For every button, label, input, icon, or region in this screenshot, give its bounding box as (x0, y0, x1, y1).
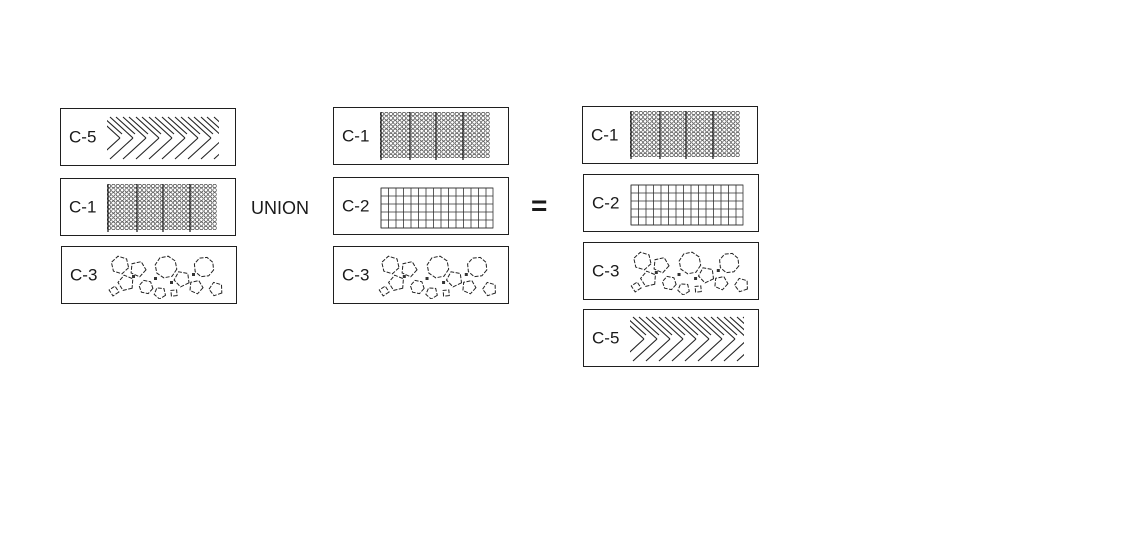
card-c1: C-1 (333, 107, 509, 165)
card-label: C-1 (69, 197, 97, 217)
dot-column-grid-icon (630, 111, 740, 159)
card-c1: C-1 (582, 106, 758, 164)
card-c3: C-3 (583, 242, 759, 300)
card-label: C-5 (592, 328, 620, 348)
herringbone-icon (630, 316, 744, 362)
polygon-mosaic-icon (108, 255, 223, 299)
card-label: C-3 (70, 265, 98, 285)
polygon-mosaic-icon (378, 255, 496, 299)
card-c2: C-2 (583, 174, 759, 232)
equals-sign: = (531, 190, 548, 221)
card-c2: C-2 (333, 177, 509, 235)
card-label: C-1 (591, 125, 619, 145)
card-c5: C-5 (583, 309, 759, 367)
card-label: C-3 (592, 261, 620, 281)
dot-column-grid-icon (107, 184, 217, 232)
card-label: C-2 (342, 196, 370, 216)
card-c1: C-1 (60, 178, 236, 236)
card-c5: C-5 (60, 108, 236, 166)
herringbone-icon (107, 116, 219, 160)
square-grid-icon (380, 187, 494, 229)
card-label: C-2 (592, 193, 620, 213)
dot-column-grid-icon (380, 112, 490, 160)
polygon-mosaic-icon (630, 251, 748, 295)
square-grid-icon (630, 184, 744, 226)
card-label: C-3 (342, 265, 370, 285)
union-operator: UNION (251, 198, 309, 218)
card-label: C-1 (342, 126, 370, 146)
card-c3: C-3 (61, 246, 237, 304)
card-c3: C-3 (333, 246, 509, 304)
card-label: C-5 (69, 127, 97, 147)
